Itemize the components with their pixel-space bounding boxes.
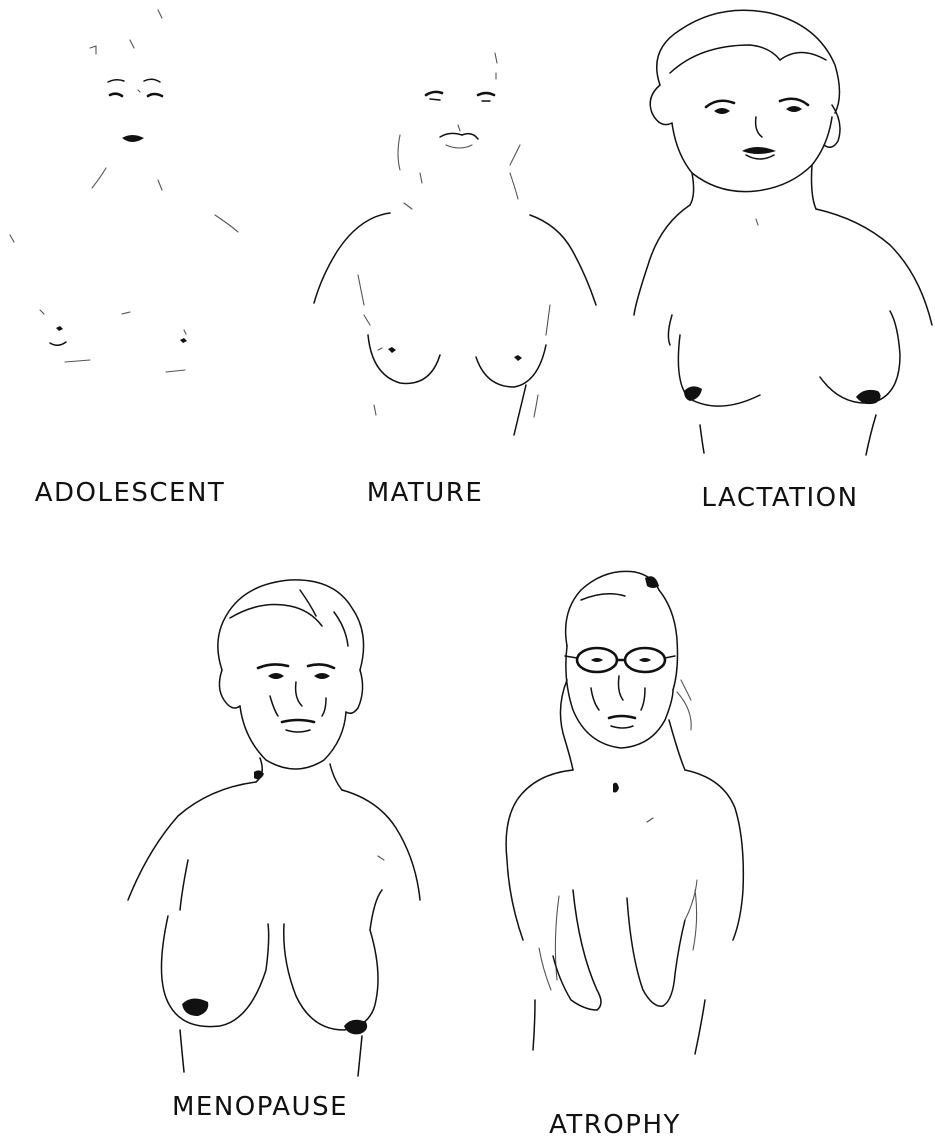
atrophy-figure-illustration bbox=[495, 560, 765, 1060]
menopause-caption: MENOPAUSE bbox=[155, 1092, 365, 1122]
adolescent-caption: ADOLESCENT bbox=[30, 478, 230, 508]
mature-caption: MATURE bbox=[340, 478, 510, 508]
adolescent-figure-illustration bbox=[10, 10, 250, 410]
menopause-figure-illustration bbox=[120, 560, 420, 1080]
atrophy-caption: ATROPHY bbox=[530, 1110, 700, 1140]
lactation-caption: LACTATION bbox=[690, 483, 870, 513]
mature-figure-illustration bbox=[300, 5, 620, 445]
lactation-figure-illustration bbox=[630, 5, 935, 460]
